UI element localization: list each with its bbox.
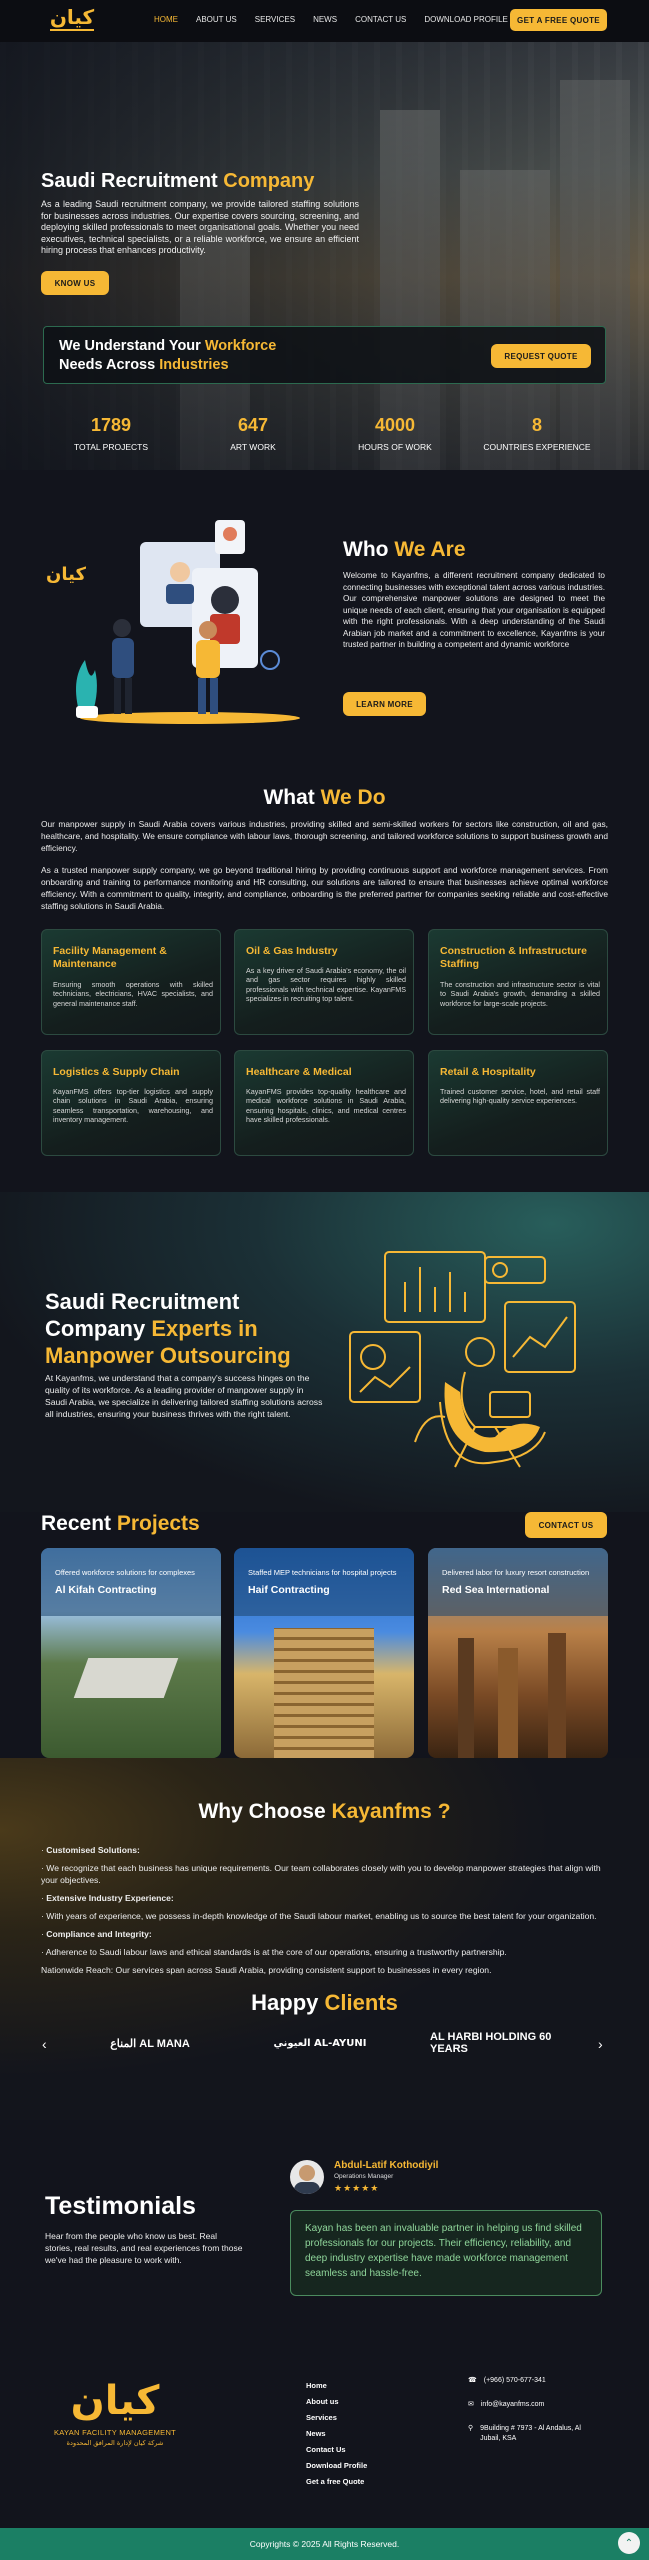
footer-link-download-profile[interactable]: Download Profile bbox=[306, 2461, 368, 2470]
footer-link-free-quote[interactable]: Get a free Quote bbox=[306, 2477, 365, 2486]
footer-link-news[interactable]: News bbox=[306, 2429, 326, 2438]
what-we-do-title: What We Do bbox=[263, 786, 386, 809]
what-we-do-paragraph-2: As a trusted manpower supply company, we… bbox=[41, 865, 608, 911]
location-pin-icon: ⚲ bbox=[468, 2425, 474, 2432]
rating-stars-icon: ★★★★★ bbox=[334, 2183, 380, 2193]
footer-phone[interactable]: (+966) 570-677-341 bbox=[483, 2377, 546, 2384]
testimonial-author: Abdul-Latif Kothodiyil bbox=[334, 2160, 439, 2171]
hero-building-image bbox=[560, 80, 630, 470]
phone-icon: ☎ bbox=[468, 2377, 477, 2384]
chevron-left-icon[interactable]: ‹ bbox=[42, 2036, 47, 2052]
project-card-haif[interactable]: Staffed MEP technicians for hospital pro… bbox=[234, 1548, 414, 1758]
testimonials-section: Testimonials Hear from the people who kn… bbox=[0, 2120, 649, 2350]
top-navbar: كيان HOME ABOUT US SERVICES NEWS CONTACT… bbox=[0, 0, 649, 42]
recent-projects-title: Recent Projects bbox=[41, 1512, 200, 1535]
nav-about[interactable]: ABOUT US bbox=[196, 15, 237, 24]
main-nav: HOME ABOUT US SERVICES NEWS CONTACT US D… bbox=[154, 15, 508, 24]
hero-building-image bbox=[380, 110, 440, 470]
happy-clients-title: Happy Clients bbox=[251, 1990, 398, 2015]
service-card-facility[interactable]: Facility Management & Maintenance Ensuri… bbox=[41, 929, 221, 1035]
service-card-oil-gas[interactable]: Oil & Gas Industry As a key driver of Sa… bbox=[234, 929, 414, 1035]
nav-download-profile[interactable]: DOWNLOAD PROFILE bbox=[424, 15, 508, 24]
service-card-logistics[interactable]: Logistics & Supply Chain KayanFMS offers… bbox=[41, 1050, 221, 1156]
footer-contact-info: ☎ (+966) 570-677-341 ✉ info@kayanfms.com ⚲… bbox=[468, 2376, 600, 2458]
client-logo-al-mana: المناع AL MANA bbox=[110, 2037, 190, 2050]
why-choose-list: · Customised Solutions: · We recognize t… bbox=[41, 1845, 601, 1975]
footer-link-about[interactable]: About us bbox=[306, 2397, 339, 2406]
scroll-to-top-icon[interactable]: ⌃ bbox=[618, 2532, 640, 2554]
project-card-al-kifah[interactable]: Offered workforce solutions for complexe… bbox=[41, 1548, 221, 1758]
what-we-do-paragraph-1: Our manpower supply in Saudi Arabia cove… bbox=[41, 819, 608, 853]
testimonial-role: Operations Manager bbox=[334, 2173, 394, 2180]
experts-text: At Kayanfms, we understand that a compan… bbox=[45, 1373, 323, 1419]
copyright-text: Copyrights © 2025 All Rights Reserved. bbox=[249, 2539, 400, 2549]
testimonial-quote: Kayan has been an invaluable partner in … bbox=[305, 2223, 582, 2279]
recruitment-illustration: كيان bbox=[46, 520, 300, 724]
service-card-retail[interactable]: Retail & Hospitality Trained customer se… bbox=[428, 1050, 608, 1156]
project-image bbox=[73, 1658, 179, 1698]
nav-home[interactable]: HOME bbox=[154, 15, 178, 24]
footer-links: Home About us Services News Contact Us D… bbox=[306, 2378, 367, 2490]
learn-more-button[interactable]: LEARN MORE bbox=[343, 692, 426, 716]
who-we-are-text: Welcome to Kayanfms, a different recruit… bbox=[343, 571, 605, 649]
hero-title: Saudi Recruitment Company bbox=[41, 170, 315, 192]
who-we-are-section: كيان Who We Are Welcome to Kayanfms, a d… bbox=[0, 470, 649, 770]
nav-services[interactable]: SERVICES bbox=[254, 15, 296, 24]
project-card-red-sea[interactable]: Delivered labor for luxury resort constr… bbox=[428, 1548, 608, 1758]
nav-contact[interactable]: CONTACT US bbox=[355, 15, 407, 24]
copyright-bar: Copyrights © 2025 All Rights Reserved. bbox=[0, 2528, 649, 2560]
service-card-construction[interactable]: Construction & Infrastructure Staffing T… bbox=[428, 929, 608, 1035]
hero-building-image bbox=[460, 170, 550, 470]
email-icon: ✉ bbox=[468, 2401, 474, 2408]
project-image bbox=[458, 1638, 474, 1758]
hero-section: Saudi Recruitment Company As a leading S… bbox=[0, 42, 649, 470]
testimonial-quote-box: Kayan has been an invaluable partner in … bbox=[290, 2210, 602, 2296]
nav-news[interactable]: NEWS bbox=[313, 15, 338, 24]
footer-address: 9Building # 7973 - Al Andalus, Al Jubail… bbox=[480, 2425, 581, 2442]
request-quote-button[interactable]: REQUEST QUOTE bbox=[491, 344, 591, 368]
logo-underline bbox=[50, 29, 94, 31]
get-free-quote-button[interactable]: GET A FREE QUOTE bbox=[510, 9, 607, 31]
service-card-healthcare[interactable]: Healthcare & Medical KayanFMS provides t… bbox=[234, 1050, 414, 1156]
kayan-logo[interactable]: كيان bbox=[49, 5, 95, 31]
footer-link-home[interactable]: Home bbox=[306, 2381, 327, 2390]
why-choose-title: Why Choose Kayanfms ? bbox=[198, 1800, 451, 1823]
svg-text:كيان: كيان bbox=[46, 564, 86, 585]
testimonials-subtitle: Hear from the people who know us best. R… bbox=[45, 2231, 243, 2265]
avatar bbox=[290, 2160, 324, 2194]
footer: كيان KAYAN FACILITY MANAGEMENT شركة كيان… bbox=[0, 2350, 649, 2528]
analyst-illustration bbox=[349, 1251, 576, 1468]
hero-lead-text: As a leading Saudi recruitment company, … bbox=[41, 199, 359, 255]
footer-email[interactable]: info@kayanfms.com bbox=[480, 2401, 545, 2408]
who-we-are-title: Who We Are bbox=[343, 538, 466, 561]
client-logo-al-ayuni: العيوني AL-AYUNI bbox=[273, 2037, 367, 2049]
chevron-right-icon[interactable]: › bbox=[598, 2036, 603, 2052]
testimonials-title: Testimonials bbox=[45, 2192, 196, 2220]
know-us-button[interactable]: KNOW US bbox=[41, 271, 109, 295]
footer-link-services[interactable]: Services bbox=[306, 2413, 337, 2422]
project-image bbox=[274, 1628, 374, 1758]
why-choose-section: Why Choose Kayanfms ? · Customised Solut… bbox=[0, 1758, 649, 2120]
footer-logo[interactable]: كيان KAYAN FACILITY MANAGEMENT شركة كيان… bbox=[53, 2378, 177, 2447]
client-logo-al-harbi: AL HARBI HOLDING 60 YEARS bbox=[430, 2031, 552, 2055]
contact-us-button[interactable]: CONTACT US bbox=[525, 1512, 607, 1538]
footer-link-contact[interactable]: Contact Us bbox=[306, 2445, 346, 2454]
